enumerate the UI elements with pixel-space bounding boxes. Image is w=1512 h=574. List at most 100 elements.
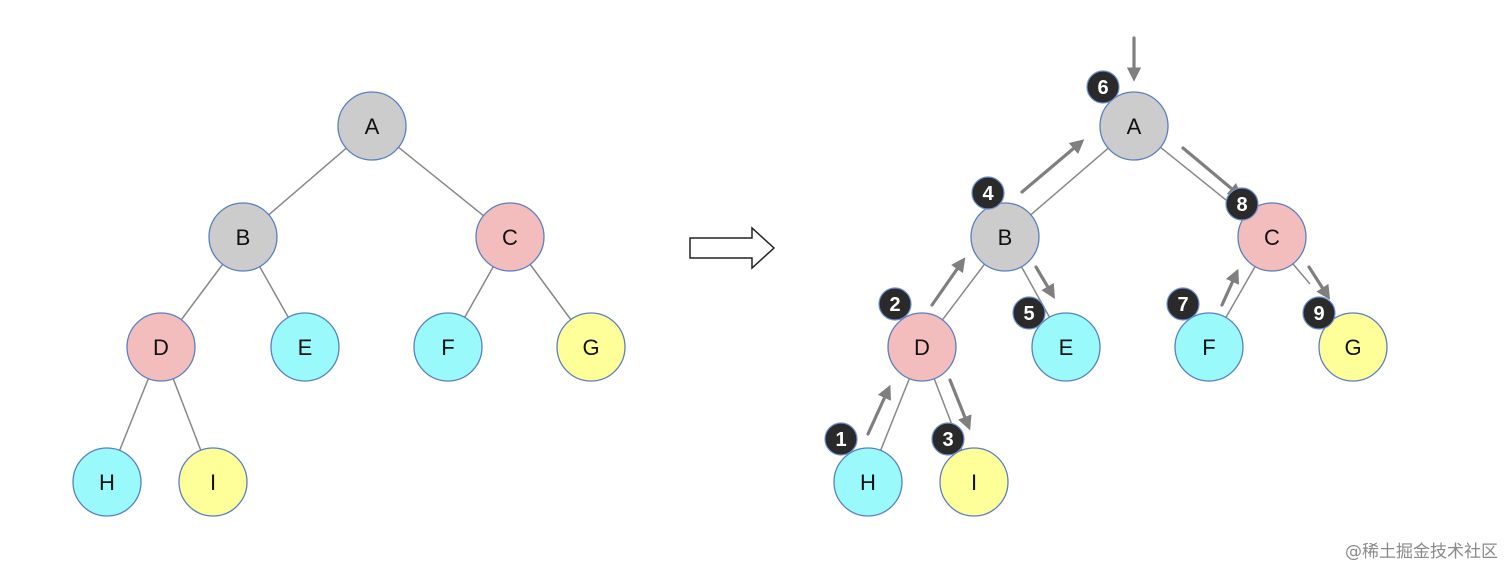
node-circle [475, 202, 545, 272]
node-circle [270, 312, 340, 382]
left-node-b: B [208, 202, 278, 272]
left-node-h: H [72, 447, 142, 517]
node-label: G [582, 335, 599, 360]
node-circle [1031, 312, 1101, 382]
badge-number: 2 [889, 294, 900, 316]
node-circle [556, 312, 626, 382]
node-circle [833, 447, 903, 517]
node-circle [1318, 312, 1388, 382]
badge-number: 6 [1097, 77, 1108, 99]
left-node-g: G [556, 312, 626, 382]
badge-circle [1166, 287, 1200, 321]
badge-circle [1302, 296, 1336, 330]
arrow-b-to-a [1020, 139, 1085, 194]
right-node-e: E [1031, 312, 1101, 382]
right-node-f: F [1174, 312, 1244, 382]
edge-c-f [464, 266, 494, 318]
edge-a-b [1030, 147, 1109, 216]
node-label: C [1264, 225, 1280, 250]
badge-circle [824, 422, 858, 456]
left-node-i: I [178, 447, 248, 517]
node-label: F [441, 335, 454, 360]
edge-b-e [259, 266, 289, 318]
node-circle [1174, 312, 1244, 382]
visit-order-badges: 1 2 3 4 5 6 7 8 9 [824, 70, 1336, 456]
node-label: E [298, 335, 313, 360]
right-node-d: D [887, 312, 957, 382]
node-circle [939, 447, 1009, 517]
arrow-h-to-d [866, 384, 891, 436]
left-node-e: E [270, 312, 340, 382]
arrow-f-to-c [1220, 268, 1240, 307]
step-badge-3: 3 [931, 422, 965, 456]
node-label: H [99, 470, 115, 495]
node-circle [413, 312, 483, 382]
node-label: A [1127, 114, 1142, 139]
step-badge-2: 2 [878, 287, 912, 321]
badge-number: 8 [1236, 194, 1247, 216]
badge-circle [1225, 187, 1259, 221]
node-label: D [914, 335, 930, 360]
edge-c-g [1292, 263, 1311, 285]
edge-d-h [879, 378, 911, 451]
edge-d-h [118, 378, 150, 451]
badge-circle [971, 176, 1005, 210]
node-circle [72, 447, 142, 517]
node-circle [126, 312, 196, 382]
right-tree-nodes: A B C D E F G H I [833, 91, 1388, 517]
step-badge-6: 6 [1086, 70, 1120, 104]
edge-a-c [398, 146, 484, 217]
node-label: C [502, 225, 518, 250]
step-badge-4: 4 [971, 176, 1005, 210]
node-circle [208, 202, 278, 272]
arrow-c-to-g [1307, 265, 1331, 300]
edge-d-i [172, 378, 202, 451]
step-badge-1: 1 [824, 422, 858, 456]
badge-number: 9 [1313, 303, 1324, 325]
left-node-c: C [475, 202, 545, 272]
badge-circle [931, 422, 965, 456]
arrow-a-to-c [1181, 146, 1243, 198]
node-label: B [236, 225, 251, 250]
badge-circle [878, 287, 912, 321]
badge-circle [1086, 70, 1120, 104]
badge-number: 5 [1023, 303, 1034, 325]
badge-circle [1012, 296, 1046, 330]
transform-arrow-icon [689, 226, 776, 270]
node-label: I [210, 470, 216, 495]
right-node-a: A [1099, 91, 1169, 161]
right-node-b: B [970, 202, 1040, 272]
node-label: F [1202, 335, 1215, 360]
badge-number: 3 [942, 429, 953, 451]
right-node-c: C [1237, 202, 1307, 272]
left-tree-edges [118, 146, 572, 451]
left-node-a: A [337, 91, 407, 161]
node-circle [1237, 202, 1307, 272]
node-circle [178, 447, 248, 517]
watermark: @稀土掘金技术社区 [1345, 542, 1498, 562]
node-label: I [971, 470, 977, 495]
step-badge-9: 9 [1302, 296, 1336, 330]
node-label: E [1059, 335, 1074, 360]
node-circle [1099, 91, 1169, 161]
edge-c-g [529, 263, 572, 321]
edge-b-d [180, 263, 224, 321]
step-badge-8: 8 [1225, 187, 1259, 221]
left-node-f: F [413, 312, 483, 382]
edge-a-b [268, 147, 347, 216]
node-label: B [998, 225, 1013, 250]
right-node-i: I [939, 447, 1009, 517]
edge-c-f [1225, 266, 1256, 318]
node-label: A [365, 114, 380, 139]
arrow-b-to-e [1034, 265, 1055, 299]
node-label: H [860, 470, 876, 495]
right-node-g: G [1318, 312, 1388, 382]
arrow-d-to-b [930, 257, 966, 307]
edge-b-d [941, 263, 986, 321]
node-circle [337, 91, 407, 161]
node-label: G [1344, 335, 1361, 360]
step-badge-7: 7 [1166, 287, 1200, 321]
node-circle [970, 202, 1040, 272]
badge-number: 7 [1177, 294, 1188, 316]
